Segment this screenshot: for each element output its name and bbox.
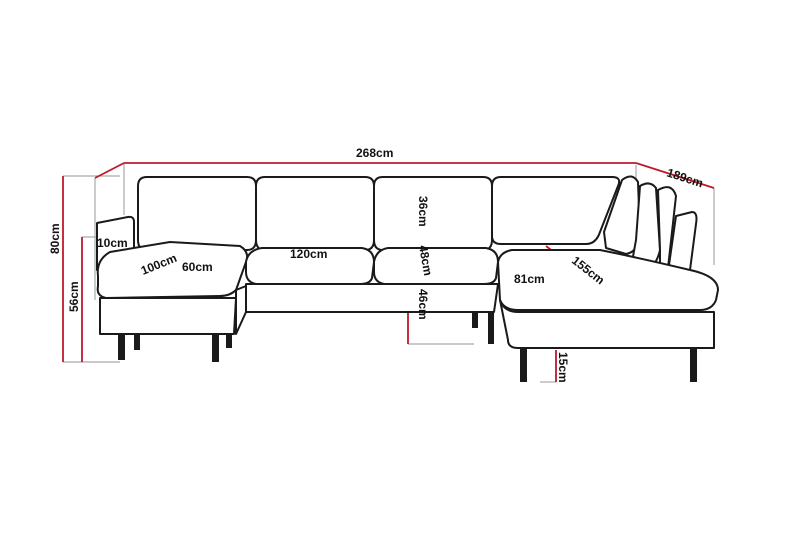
leg-4: [226, 334, 232, 348]
leg-6: [488, 312, 494, 344]
label-total-height: 80cm: [48, 223, 62, 254]
middle-seat-cushion-2: [373, 247, 499, 285]
label-seat-depth: 48cm: [416, 244, 435, 277]
leg-2: [134, 334, 140, 350]
label-arm-height: 56cm: [67, 281, 81, 312]
back-cushion-1: [137, 176, 257, 251]
leg-7: [520, 348, 527, 382]
sofa-outline: [96, 175, 719, 349]
chaise-base: [99, 297, 237, 335]
corner-seat-cushion: [497, 249, 719, 311]
label-back-height: 36cm: [416, 196, 430, 227]
label-depth-right: 189cm: [665, 166, 705, 191]
label-armrest-width: 10cm: [97, 236, 128, 250]
label-corner-seat-width: 81cm: [514, 272, 545, 286]
back-cushion-4: [491, 176, 621, 245]
corner-base: [499, 299, 715, 349]
guide-lines: [63, 163, 715, 383]
leg-1: [118, 334, 125, 360]
leg-8: [690, 348, 697, 382]
leg-5: [472, 312, 478, 328]
label-leg-height: 15cm: [556, 352, 570, 383]
chaise-base-side: [235, 285, 247, 335]
middle-base: [245, 283, 499, 313]
back-cushion-3: [373, 176, 493, 251]
label-total-width: 268cm: [356, 146, 393, 160]
label-middle-seat-width: 120cm: [290, 247, 327, 261]
label-seat-height: 46cm: [416, 289, 430, 320]
sofa-legs: [118, 312, 697, 382]
right-armrest: [667, 211, 698, 273]
label-chaise-seat-width: 60cm: [182, 260, 213, 274]
middle-seat-cushion-1: [245, 247, 375, 285]
back-cushion-2: [255, 176, 375, 251]
chaise-seat-cushion: [96, 241, 249, 299]
leg-3: [212, 334, 219, 362]
